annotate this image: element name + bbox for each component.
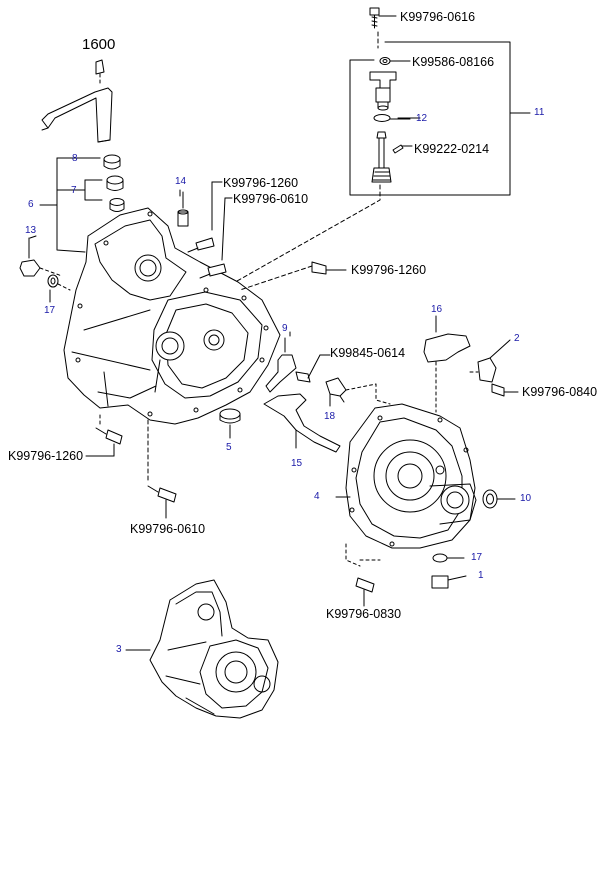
ref-number-3: 3 [116,644,122,655]
ref-number-12: 12 [416,113,428,124]
lever-15-drawing [263,393,341,453]
ref-number-2: 2 [514,333,520,344]
part-number-k99222-0214: K99222-0214 [414,142,490,156]
washer-17-a-drawing [47,274,71,303]
bolt-13-drawing [19,237,63,277]
bolt-1260-c-drawing [85,411,123,457]
part-number-k99796-1260-a: K99796-1260 [223,176,299,190]
speedometer-driven-gear-drawing [369,57,413,183]
part-number-k99796-0840: K99796-0840 [522,385,598,399]
bolt-0610-a-drawing [199,197,233,279]
ref-number-17-a: 17 [44,305,56,316]
label-tick-lines [29,117,421,337]
ref-number-7: 7 [71,185,77,196]
clip-2-drawing [469,339,519,397]
ref-number-8: 8 [72,153,78,164]
ref-number-15: 15 [291,458,303,469]
part-number-k99586-08166: K99586-08166 [412,55,495,69]
detent-9-drawing [265,337,331,393]
shift-lever-drawing [41,59,113,143]
ref-number-18: 18 [324,411,336,422]
bolt-1260-b-drawing [239,261,347,291]
pin-14-drawing [177,191,189,227]
bolt-0610-b-drawing [147,419,177,519]
part-number-k99845-0614: K99845-0614 [330,346,406,360]
transaxle-assembly-drawing [125,579,279,719]
part-number-k99796-0830: K99796-0830 [326,607,402,621]
ref-number-14: 14 [175,176,187,187]
ref-number-9: 9 [282,323,288,334]
ref-number-17-b: 17 [471,552,483,563]
ref-number-16: 16 [431,304,443,315]
speedometer-assembly-box [349,41,531,196]
ref-number-11: 11 [534,107,545,118]
oil-seal-8-drawing [103,154,121,170]
group-label-1600: 1600 [82,36,116,53]
speedometer-bolt-drawing [369,7,397,49]
clip-18-drawing [325,377,391,407]
drain-plug-1-drawing [431,553,467,589]
part-number-k99796-0610-b: K99796-0610 [130,522,206,536]
bolt-0830-drawing [345,543,375,607]
seal-5-drawing [219,408,241,439]
plug-7-drawing [106,175,125,212]
ref-number-6: 6 [28,199,34,210]
ref-number-5: 5 [226,442,232,453]
part-number-k99796-0616: K99796-0616 [400,10,476,24]
ref-number-1: 1 [478,570,484,581]
part-number-k99796-0610-a: K99796-0610 [233,192,309,206]
bolt-1260-a-drawing [187,181,223,253]
speedometer-install-leader [229,184,381,286]
seal-10-drawing [482,489,516,509]
bracket-16-drawing [423,315,471,413]
ref-number-13: 13 [25,225,37,236]
ref-number-4: 4 [314,491,320,502]
part-number-k99796-1260-b: K99796-1260 [351,263,427,277]
ref-number-10: 10 [520,493,532,504]
clutch-housing-drawing [63,207,281,425]
part-number-k99796-1260-c: K99796-1260 [8,449,84,463]
transmission-case-drawing [335,403,477,561]
